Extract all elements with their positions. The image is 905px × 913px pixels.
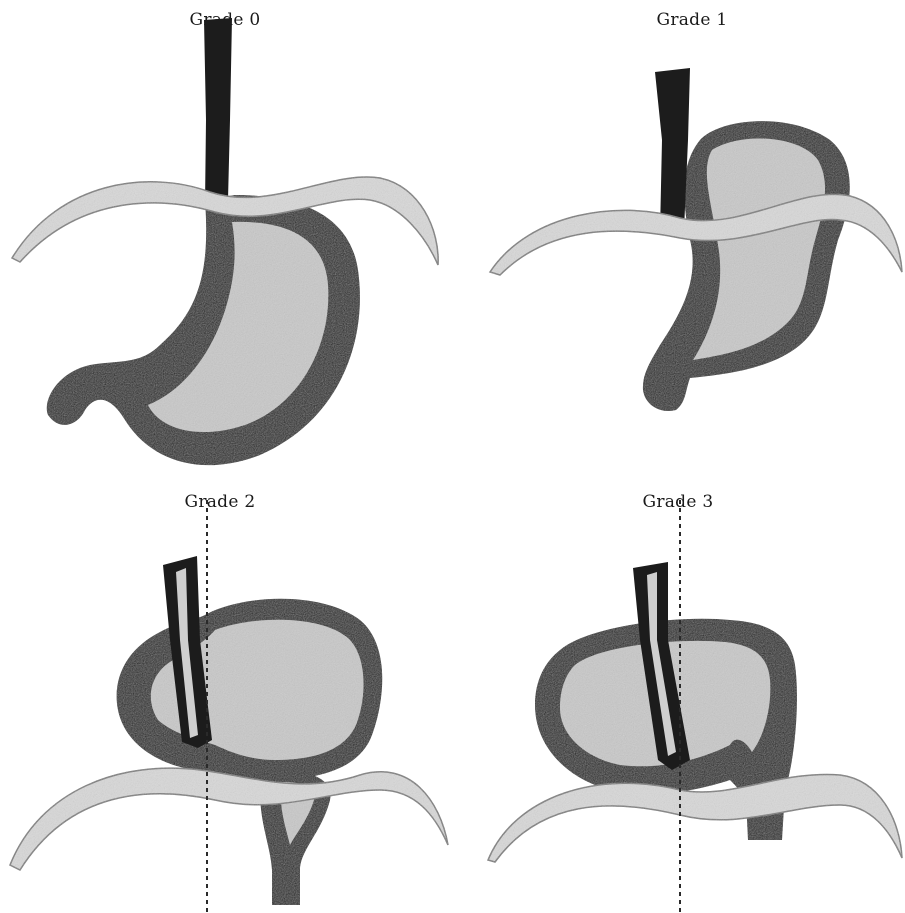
grade-1-esophagus: [655, 68, 690, 232]
grade-0-esophagus: [204, 18, 232, 205]
grade-1-panel: [490, 68, 902, 411]
grade-2-panel: [10, 500, 448, 913]
grade-0-panel: [12, 18, 438, 465]
grade-2-diaphragm: [10, 768, 448, 870]
grade-3-panel: [488, 500, 902, 913]
